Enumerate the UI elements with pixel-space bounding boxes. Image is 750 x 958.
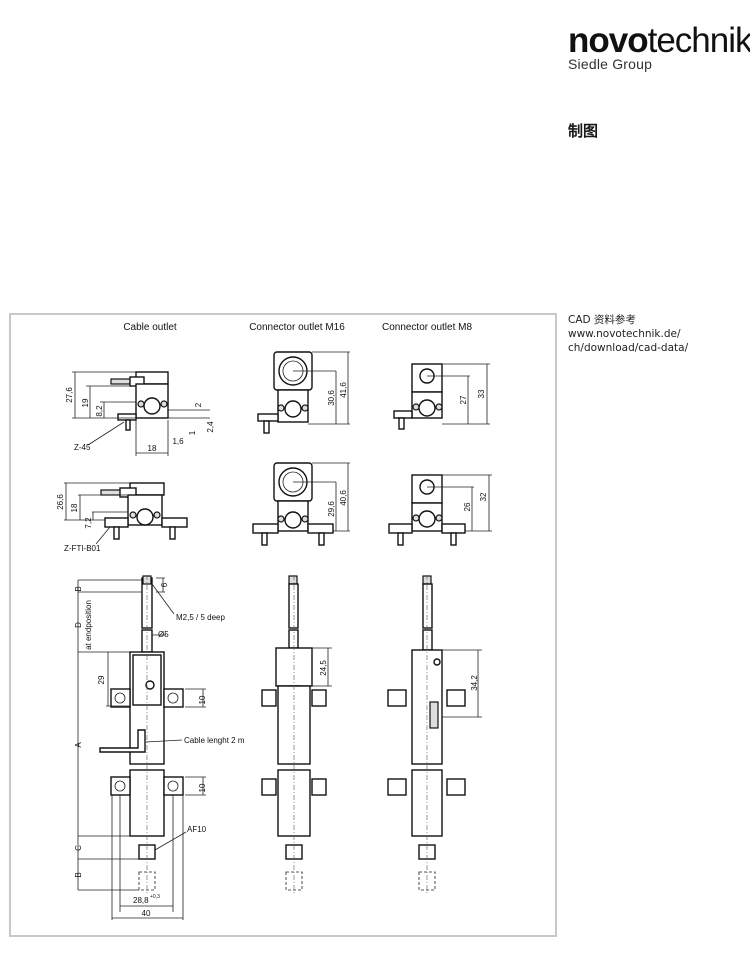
cable-outlet-bracket-view: 26,6 18 7,2 Z-FTI-B01 <box>56 482 188 553</box>
dimension-label: 30,6 <box>327 390 336 406</box>
novotechnik-logo: novotechnik Siedle Group <box>568 21 750 72</box>
dimension-label: 1,6 <box>172 437 184 446</box>
label-af10: AF10 <box>187 825 207 834</box>
dimension-label: 10 <box>198 783 207 792</box>
dimension-label: 32 <box>479 492 488 501</box>
drawing-frame <box>9 313 557 937</box>
dimension-label: 7,2 <box>84 517 93 529</box>
label-cable-length: Cable lenght 2 m <box>184 736 245 745</box>
column-title-cable: Cable outlet <box>123 322 177 333</box>
dimension-label: 1 <box>188 430 197 435</box>
dimension-label: 26,6 <box>56 494 65 510</box>
section-heading: 制图 <box>568 122 599 140</box>
column-title-m8: Connector outlet M8 <box>382 322 472 333</box>
label-thread: M2,5 / 5 deep <box>176 613 225 622</box>
dimension-label: 2 <box>194 402 203 407</box>
dimension-label: 26 <box>463 502 472 511</box>
dimension-label: C <box>74 845 83 851</box>
dimension-label: 2,4 <box>206 421 215 433</box>
dimension-label: B <box>74 872 83 877</box>
cable-outlet-side-view: B 6 M2,5 / 5 deep D at endposition Ø5 29… <box>74 575 245 920</box>
dimension-label: Ø5 <box>158 630 169 639</box>
dimension-label: 18 <box>70 503 79 512</box>
dimension-label: 41,6 <box>339 382 348 398</box>
logo-light: technik <box>647 21 750 60</box>
dimension-label: 18 <box>148 444 157 453</box>
dimension-label: 19 <box>81 398 90 407</box>
m8-side-view: 34,2 <box>387 575 482 895</box>
logo-subtitle: Siedle Group <box>568 56 653 72</box>
m16-front-view: 41,6 30,6 <box>257 351 350 434</box>
dimension-label: 33 <box>477 389 486 398</box>
m8-front-view: 33 27 <box>393 363 490 430</box>
logo-bold: novo <box>568 21 649 60</box>
dimension-label: A <box>74 742 83 748</box>
m8-bracket-view: 32 26 <box>388 474 492 546</box>
dimension-label: 27,6 <box>65 387 74 403</box>
dimension-label: 10 <box>198 695 207 704</box>
dimension-label: 27 <box>459 395 468 404</box>
dimension-label: 40,6 <box>339 490 348 506</box>
label-z-fti-b01: Z-FTI-B01 <box>64 544 101 553</box>
dimension-label: 29,6 <box>327 501 336 517</box>
dimension-label: 6 <box>160 582 169 587</box>
dimension-label: 34,2 <box>470 675 479 691</box>
label-z45: Z-45 <box>74 443 91 452</box>
dimension-label: at endposition <box>84 600 93 650</box>
m16-bracket-view: 40,6 29,6 <box>252 462 350 546</box>
cad-note-line2: ch/download/cad-data/ <box>568 342 689 354</box>
cad-note-line1: CAD 资料参考 www.novotechnik.de/ <box>568 314 681 340</box>
dimension-label: 8,2 <box>95 405 104 417</box>
dimension-label: 29 <box>97 675 106 684</box>
dimension-label: B <box>74 586 83 591</box>
m16-side-view: 24,5 <box>261 575 332 895</box>
dimension-label: 24,5 <box>319 660 328 676</box>
dimension-label: D <box>74 622 83 628</box>
cad-note: CAD 资料参考 www.novotechnik.de/ ch/download… <box>568 313 750 355</box>
dimension-label: 28,8 <box>133 896 149 905</box>
cable-outlet-front-view: 27,6 19 8,2 2 1 2,4 1,6 18 Z-45 <box>65 371 215 456</box>
column-title-m16: Connector outlet M16 <box>249 322 345 333</box>
dimension-label: +0,3 <box>150 894 160 900</box>
dimension-label: 40 <box>142 909 151 918</box>
